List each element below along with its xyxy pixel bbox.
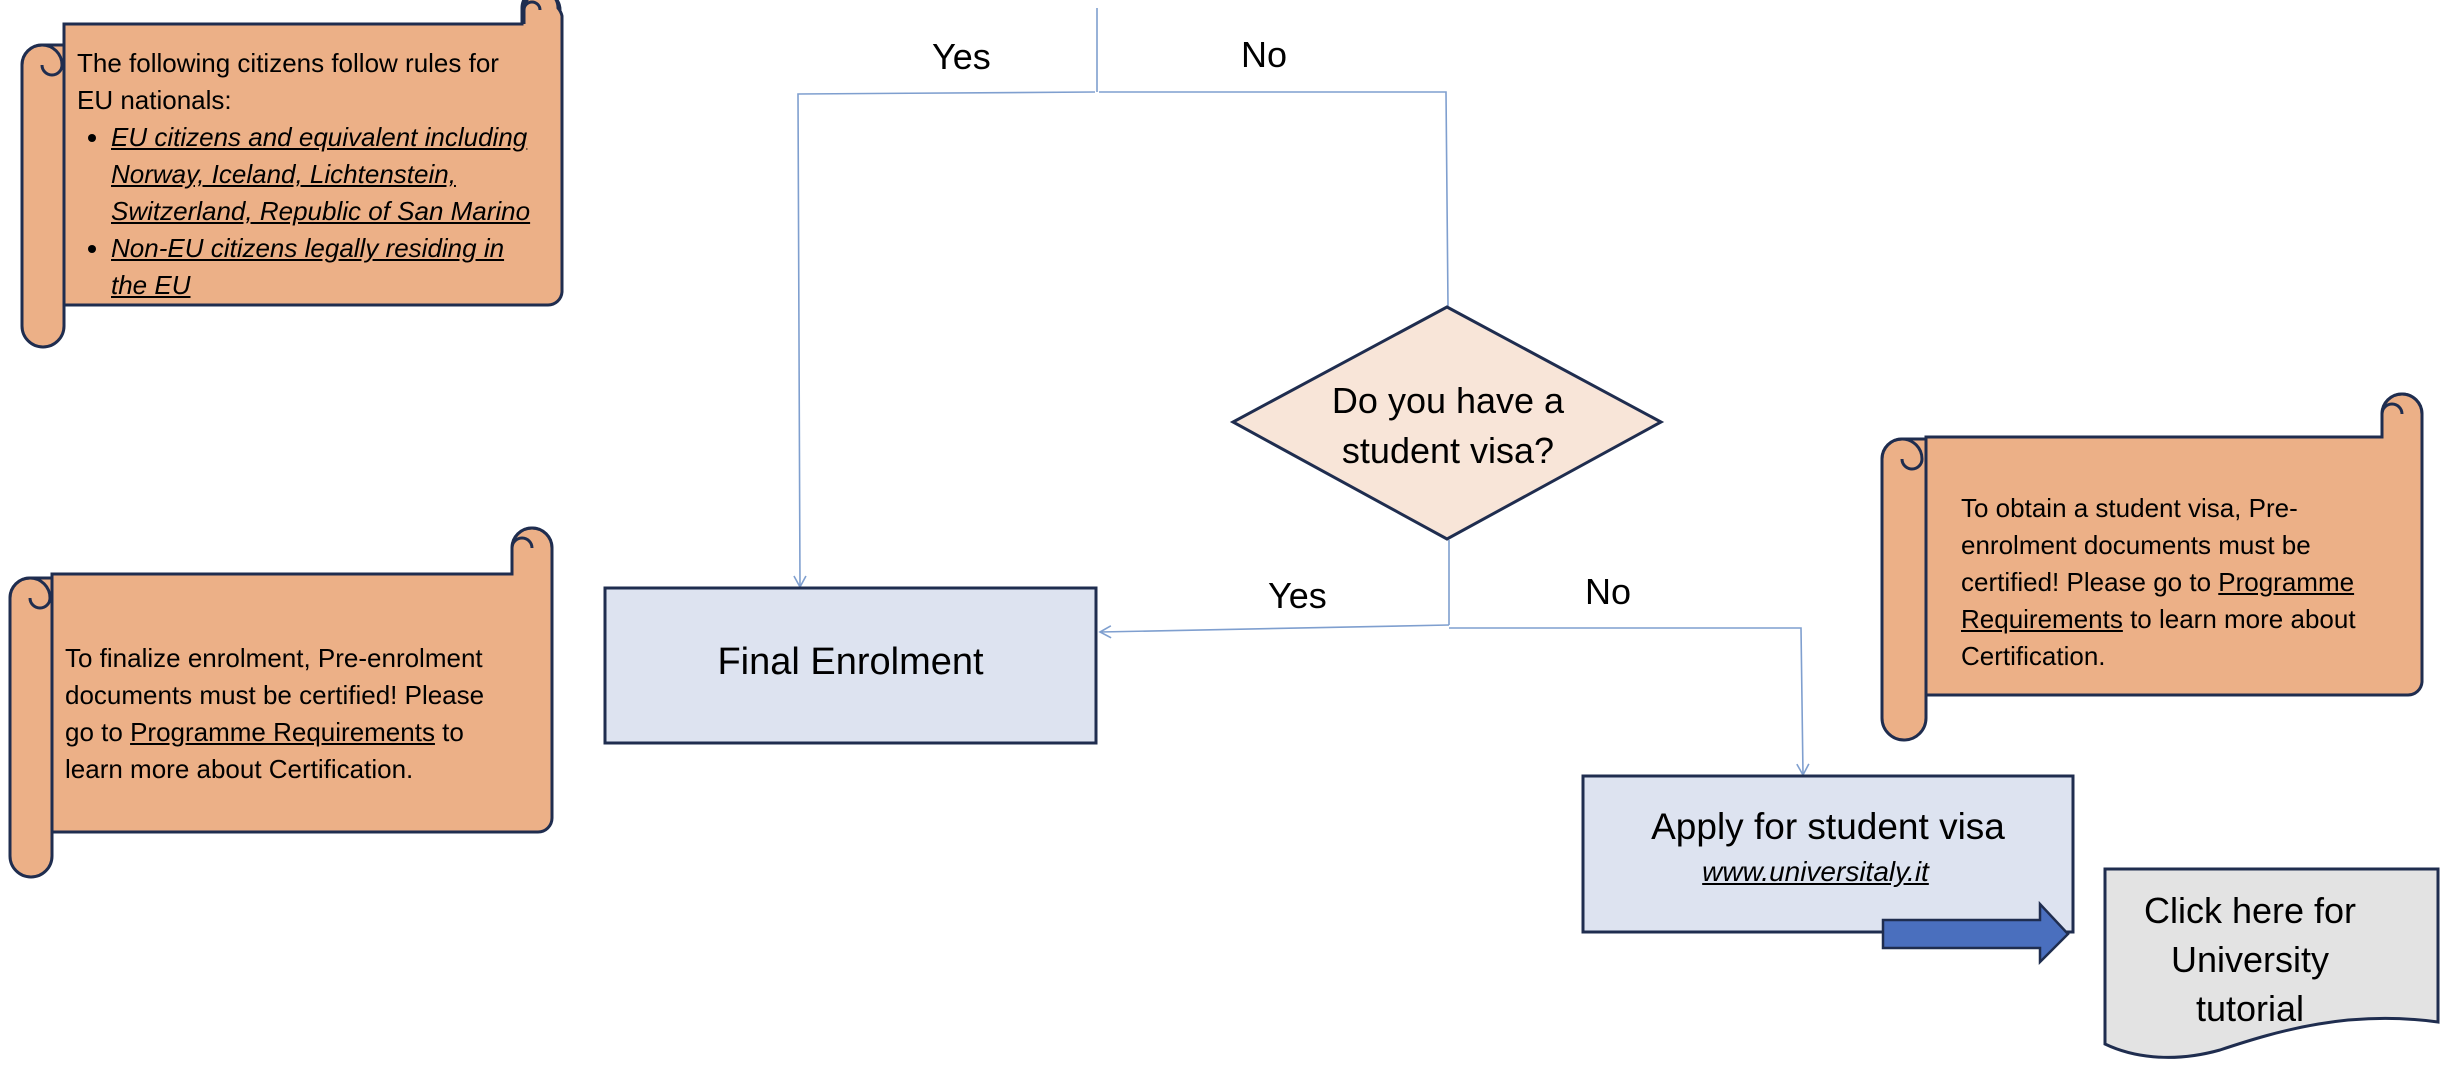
scroll-eu-list: EU citizens and equivalent including Nor… (77, 119, 567, 304)
scroll-finalize-line-3: go to Programme Requirements to (65, 717, 464, 747)
scroll-eu-text: The following citizens follow rules for … (77, 45, 567, 304)
block-arrow-icon (1881, 900, 2070, 966)
connectors (793, 8, 1810, 777)
tutorial-line-1: Click here for (2143, 890, 2357, 931)
scroll-finalize-line-1: To finalize enrolment, Pre-enrolment (65, 643, 483, 673)
scroll-eu-intro-2: EU nationals: (77, 85, 232, 115)
scroll-visa-text: To obtain a student visa, Pre- enrolment… (1961, 490, 2401, 675)
tutorial-link[interactable]: Click here for University tutorial (2105, 886, 2395, 1033)
final-enrolment-box (603, 586, 1098, 745)
scroll-eu-shape (20, 0, 564, 349)
visa-yes-label: Yes (1268, 575, 1327, 616)
decision-line-1: Do you have a (1331, 380, 1565, 421)
apply-visa-box (1581, 774, 2075, 934)
top-yes-label: Yes (932, 36, 991, 77)
scroll-finalize-text: To finalize enrolment, Pre-enrolment doc… (65, 640, 545, 788)
programme-requirements-link[interactable]: Programme Requirements (130, 717, 435, 747)
scroll-visa-line-4: Requirements to learn more about (1961, 604, 2356, 634)
decision-text: Do you have a student visa? (1283, 376, 1613, 476)
final-enrolment-label[interactable]: Final Enrolment (717, 641, 984, 683)
scroll-visa-line-2: enrolment documents must be (1961, 530, 2311, 560)
tutorial-document-shape (2103, 867, 2440, 1059)
programme-requirements-link-visa[interactable]: Programme (2218, 567, 2355, 597)
scroll-eu-item-1[interactable]: EU citizens and equivalent including Nor… (111, 119, 567, 230)
top-no-label: No (1241, 34, 1288, 75)
connector-yes-to-final (793, 91, 1096, 589)
scroll-visa-line-1: To obtain a student visa, Pre- (1961, 493, 2298, 523)
connector-no-to-decision (1099, 91, 1449, 307)
scroll-eu-intro-1: The following citizens follow rules for (77, 48, 499, 78)
scroll-visa-shape (1880, 392, 2424, 742)
decision-diamond (1229, 305, 1665, 541)
universitaly-link[interactable]: www.universitaly.it (1702, 856, 1929, 887)
scroll-finalize-line-2: documents must be certified! Please (65, 680, 485, 710)
tutorial-line-3: tutorial (2195, 988, 2305, 1029)
connector-visa-no (1449, 627, 1810, 777)
apply-visa-label: Apply for student visa (1651, 806, 2005, 847)
scroll-eu-item-2[interactable]: Non-EU citizens legally residing in the … (111, 230, 567, 304)
decision-line-2: student visa? (1341, 430, 1555, 471)
scroll-visa-line-3: certified! Please go to Programme (1961, 567, 2355, 597)
requirements-link-visa[interactable]: Requirements (1961, 604, 2123, 634)
scroll-finalize-shape (8, 526, 554, 879)
visa-no-label: No (1585, 571, 1632, 612)
connector-visa-yes (1098, 624, 1450, 639)
tutorial-line-2: University (2170, 939, 2330, 980)
scroll-visa-line-5: Certification. (1961, 641, 2106, 671)
scroll-finalize-line-4: learn more about Certification. (65, 754, 414, 784)
